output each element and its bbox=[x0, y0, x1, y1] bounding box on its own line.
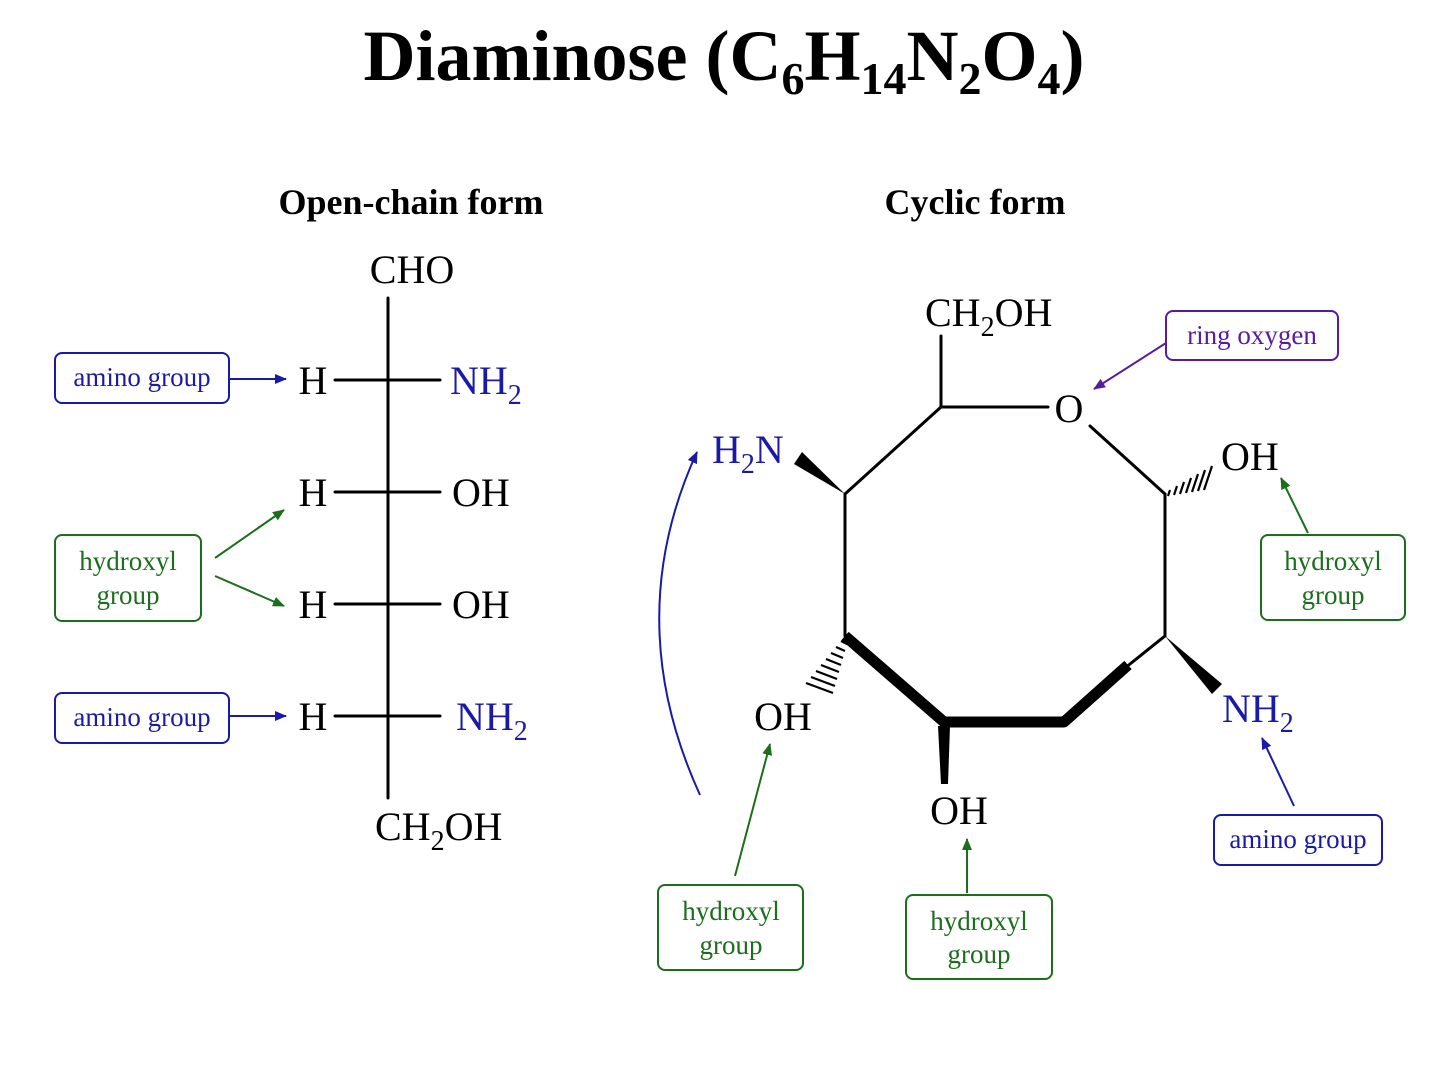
amino-label-1: amino group bbox=[54, 352, 287, 404]
open-chain-structure: CHO H NH2 H OH H OH H NH2 CH2OH bbox=[299, 247, 528, 857]
svg-text:hydroxyl: hydroxyl bbox=[682, 896, 780, 926]
curved-arrow bbox=[658, 451, 701, 796]
cyclic-h2n: H2N bbox=[712, 427, 784, 480]
amino-label-right: amino group bbox=[1213, 737, 1383, 866]
hydroxyl-label-open: hydroxyl group bbox=[54, 509, 285, 622]
cyclic-heading: Cyclic form bbox=[885, 182, 1066, 222]
row4-h: H bbox=[299, 694, 328, 739]
open-chain-heading: Open-chain form bbox=[279, 182, 544, 222]
cyclic-oh-left: OH bbox=[754, 694, 812, 739]
svg-text:group: group bbox=[948, 939, 1011, 969]
svg-text:group: group bbox=[97, 580, 160, 610]
amino-label-2: amino group bbox=[54, 692, 287, 744]
svg-text:amino group: amino group bbox=[73, 702, 210, 732]
open-chain-ch2oh: CH2OH bbox=[375, 804, 502, 857]
svg-text:ring oxygen: ring oxygen bbox=[1187, 320, 1317, 350]
cyclic-oh-right: OH bbox=[1221, 434, 1279, 479]
page-title: Diaminose (C6H14N2O4) bbox=[364, 16, 1085, 104]
ring-bond-right-lower bbox=[1123, 634, 1167, 670]
svg-text:amino group: amino group bbox=[1229, 824, 1366, 854]
cyclic-structure: CH2OH O H2N OH OH bbox=[712, 290, 1294, 833]
ring-bond-o-c bbox=[1088, 424, 1167, 496]
oh-bottom-wedge-bond bbox=[938, 726, 950, 784]
ring-oxygen-atom: O bbox=[1055, 386, 1084, 431]
svg-text:hydroxyl: hydroxyl bbox=[79, 546, 177, 576]
svg-text:hydroxyl: hydroxyl bbox=[1284, 546, 1382, 576]
ring-oxygen-label: ring oxygen bbox=[1093, 310, 1339, 390]
open-chain-cho: CHO bbox=[370, 247, 454, 292]
ring-bond-left-top bbox=[843, 405, 943, 496]
cyclic-ch2oh: CH2OH bbox=[925, 290, 1052, 343]
row2-oh: OH bbox=[452, 470, 510, 515]
oh-left-hash-bond bbox=[805, 640, 848, 695]
ring-bold-front bbox=[841, 631, 1132, 728]
svg-text:amino group: amino group bbox=[73, 362, 210, 392]
oh-right-hash-bond bbox=[1166, 465, 1214, 497]
row1-h: H bbox=[299, 358, 328, 403]
cyclic-nh2-right: NH2 bbox=[1222, 686, 1294, 739]
svg-text:hydroxyl: hydroxyl bbox=[930, 906, 1028, 936]
svg-text:group: group bbox=[1302, 580, 1365, 610]
row3-oh: OH bbox=[452, 582, 510, 627]
hydroxyl-label-right: hydroxyl group bbox=[1260, 477, 1406, 621]
svg-text:group: group bbox=[700, 930, 763, 960]
hydroxyl-label-left: hydroxyl group bbox=[657, 743, 804, 971]
row4-nh2: NH2 bbox=[456, 694, 528, 747]
nh2-right-wedge-bond bbox=[1165, 636, 1222, 694]
hydroxyl-label-bottom: hydroxyl group bbox=[905, 838, 1053, 980]
row1-nh2: NH2 bbox=[450, 358, 522, 411]
row3-h: H bbox=[299, 582, 328, 627]
h2n-wedge-bond bbox=[794, 452, 845, 494]
row2-h: H bbox=[299, 470, 328, 515]
cyclic-oh-bottom: OH bbox=[930, 788, 988, 833]
